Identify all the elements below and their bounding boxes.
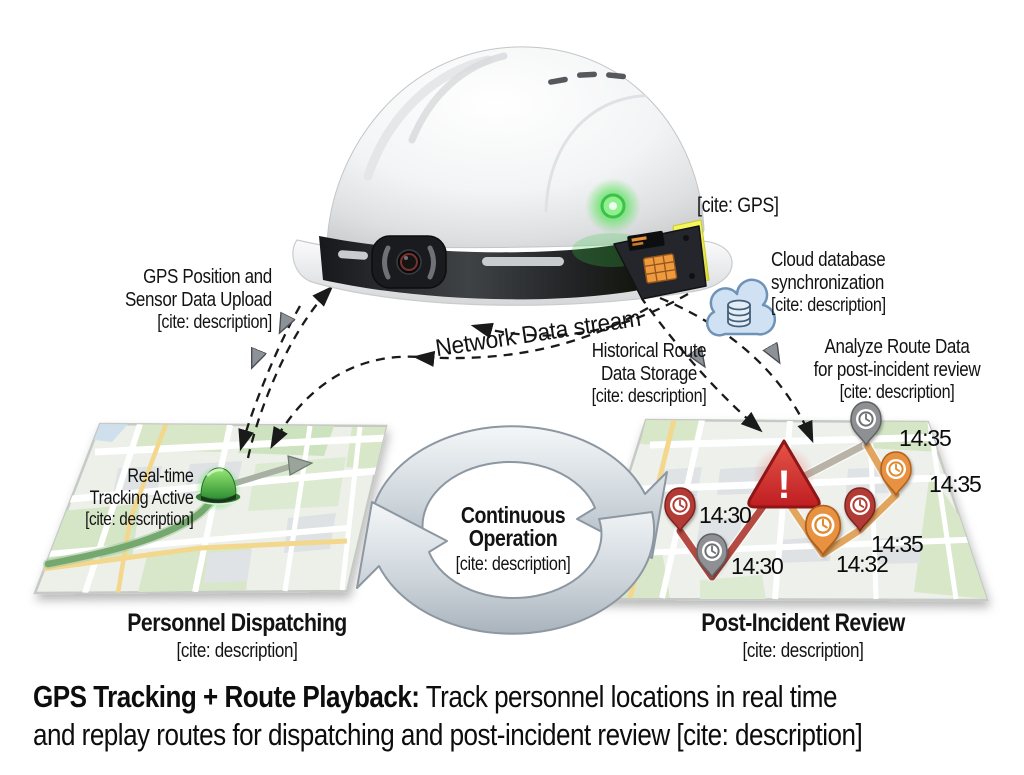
helmet-control-panel [613, 225, 707, 300]
label-cloud-sync: Cloud database synchronization [cite: de… [771, 249, 886, 316]
label-realtime-tracking: Real-time Tracking Active [cite: descrip… [84, 466, 194, 530]
continuous-operation-cycle-icon [356, 425, 668, 635]
route-direction-arrow-icon [287, 455, 314, 476]
analyze-arrow [659, 296, 814, 444]
label-continuous-operation: Continuous Operation [cite: description] [455, 502, 571, 576]
caption: GPS Tracking + Route Playback: Track per… [33, 678, 863, 755]
gps-beacon-icon [576, 169, 650, 243]
network-stream-arrow-upper [470, 292, 689, 339]
label-analyze-route: Analyze Route Data for post-incident rev… [813, 336, 981, 403]
timestamp-label: 14:30 [699, 502, 751, 528]
timestamp-label: 14:35 [871, 531, 923, 557]
route-pin-orange-1432 [804, 504, 842, 558]
network-stream-arrow-lower [270, 307, 649, 450]
incident-alert-icon: ! [739, 432, 829, 522]
helmet-vents [548, 71, 626, 85]
smart-helmet-illustration [292, 46, 733, 306]
alert-exclamation-glyph: ! [777, 463, 790, 507]
route-pin-gray-1430 [696, 533, 728, 579]
timestamp-label: 14:35 [929, 471, 981, 497]
caption-line2: and replay routes for dispatching and po… [33, 717, 863, 753]
cloud-database-icon [705, 278, 776, 337]
route-pin-red-1435 [844, 487, 876, 533]
timestamp-label: 14:32 [836, 551, 888, 577]
database-glyph-icon [727, 299, 751, 328]
data-flow-arrows [238, 285, 814, 459]
caption-line1: GPS Tracking + Route Playback: Track per… [33, 679, 837, 714]
route-pin-red-1430 [664, 487, 696, 533]
map-title-personnel-dispatching: Personnel Dispatching [cite: description… [127, 609, 347, 662]
label-gps-callout: [cite: GPS] [697, 194, 779, 217]
label-gps-upload: GPS Position and Sensor Data Upload [cit… [125, 266, 272, 333]
timestamp-label: 14:35 [899, 425, 951, 451]
tracked-worker-helmet-icon [187, 457, 249, 519]
map-personnel-dispatching [33, 422, 388, 595]
label-historical-storage: Historical Route Data Storage [cite: des… [591, 340, 707, 407]
helmet-camera-icon [371, 235, 447, 289]
route-pin-gray-1435 [850, 401, 882, 447]
storage-arrow [639, 295, 763, 433]
timestamp-label: 14:30 [731, 553, 783, 579]
helmet-keypad [642, 253, 678, 284]
map-title-post-incident-review: Post-Incident Review [cite: description] [701, 609, 905, 662]
route-pin-orange-1435 [880, 451, 912, 497]
